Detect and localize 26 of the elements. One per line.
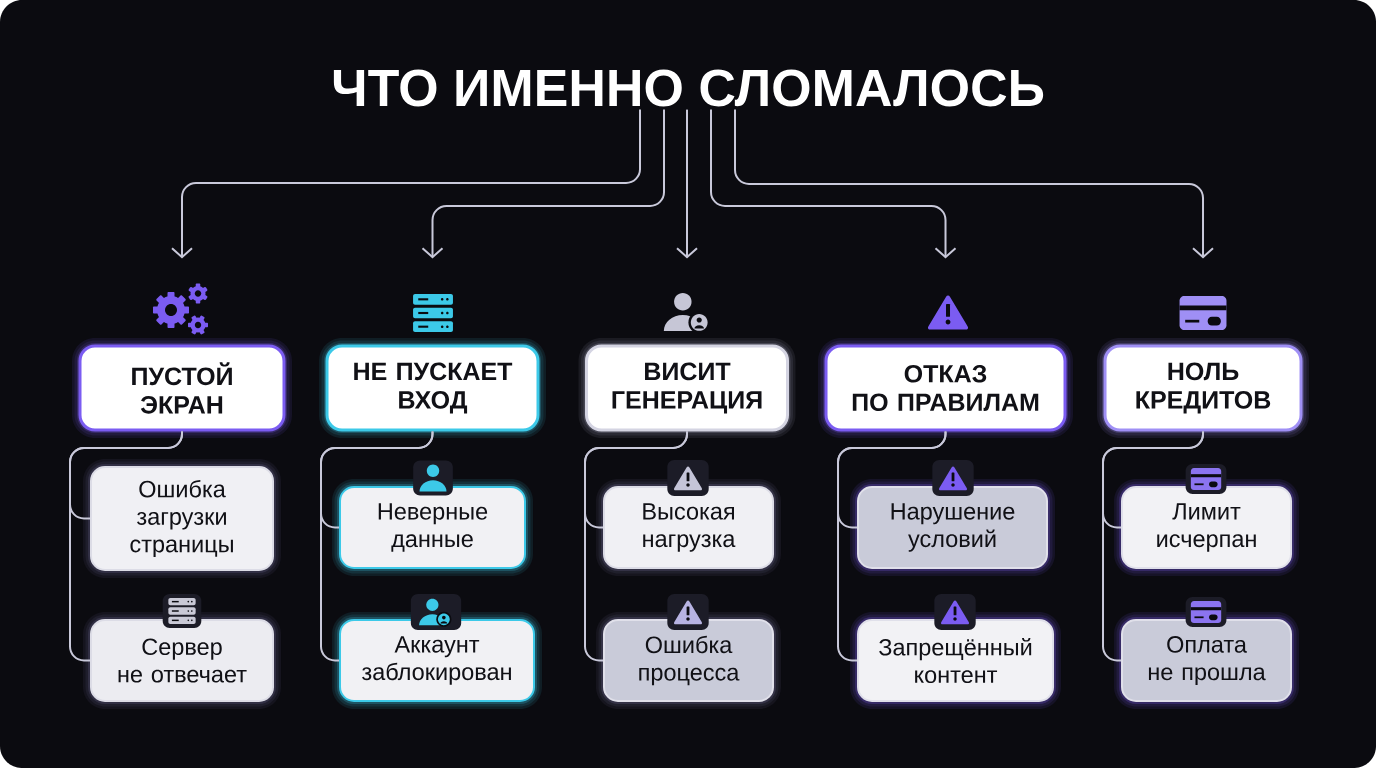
issue-box: Аккаунт заблокирован	[332, 612, 542, 709]
category-box: ВИСИТ ГЕНЕРАЦИЯ	[578, 338, 796, 438]
issue-box: Ошибка загрузки страницы	[83, 459, 281, 578]
arrow	[421, 108, 665, 259]
category-box: ОТКАЗ ПО ПРАВИЛАМ	[818, 338, 1073, 438]
connector-line	[320, 430, 434, 662]
title: ЧТО ИМЕННО СЛОМАЛОСЬ	[333, 69, 1044, 107]
arrow	[171, 108, 641, 259]
issue-box: Запрещённый контент	[850, 612, 1061, 709]
connector-line	[837, 430, 947, 662]
issue-box: Высокая нагрузка	[596, 479, 781, 576]
connector-line	[1102, 430, 1204, 662]
connector-line	[584, 430, 688, 662]
issue-box: Неверные данные	[332, 479, 533, 576]
category-box: НЕ ПУСКАЕТ ВХОД	[319, 338, 546, 438]
issue-box: Нарушение условий	[850, 479, 1055, 576]
connector-line	[69, 430, 183, 662]
arrow	[734, 108, 1214, 259]
category-box: НОЛЬ КРЕДИТОВ	[1097, 338, 1309, 438]
issue-box: Оплата не прошла	[1114, 612, 1299, 709]
issue-box: Лимит исчерпан	[1114, 479, 1299, 576]
category-box: ПУСТОЙ ЭКРАН	[72, 338, 292, 438]
arrow	[676, 108, 698, 259]
arrow	[710, 108, 957, 259]
issue-box: Сервер не отвечает	[83, 612, 281, 709]
issue-box: Ошибка процесса	[596, 612, 781, 709]
